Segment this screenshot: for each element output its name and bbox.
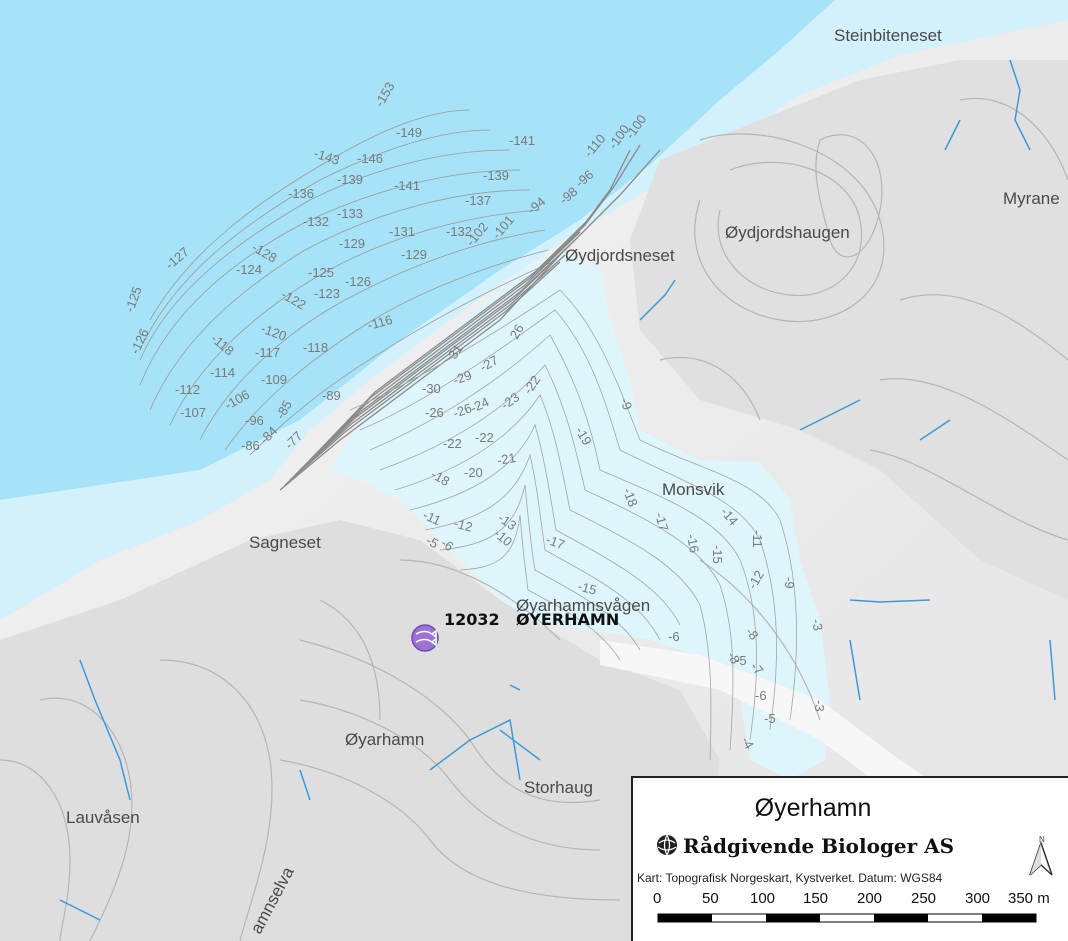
svg-text:N: N xyxy=(1039,835,1045,844)
depth-label: -141 xyxy=(394,178,420,193)
depth-label: -112 xyxy=(175,382,200,397)
depth-label: -22 xyxy=(475,430,494,445)
depth-label: 26 xyxy=(507,321,527,341)
depth-label: -139 xyxy=(337,172,363,187)
site-marker[interactable] xyxy=(411,624,439,652)
fjord-band xyxy=(0,0,1068,620)
legend-title: Øyerhamn xyxy=(754,794,872,822)
scale-tick: 200 xyxy=(857,890,883,907)
depth-label: -12 xyxy=(452,515,474,534)
scale-tick: 50 xyxy=(702,890,719,907)
deep-sea-area xyxy=(0,0,835,620)
depth-label: -15 xyxy=(576,578,598,597)
depth-label: -107 xyxy=(180,405,206,420)
depth-label: -137 xyxy=(465,193,491,208)
scale-tick: 250 xyxy=(911,890,937,907)
scale-tick: 300 xyxy=(965,890,991,907)
depth-label: -132 xyxy=(303,214,329,229)
depth-label: -132 xyxy=(446,224,472,239)
depth-label: -3 xyxy=(812,700,827,712)
depth-label: -17 xyxy=(544,532,567,553)
scale-tick: 100 xyxy=(750,890,776,907)
depth-label: -129 xyxy=(339,236,365,251)
depth-label: -26 xyxy=(425,405,444,420)
depth-label: -124 xyxy=(236,262,262,277)
depth-label: -86 xyxy=(241,438,260,453)
depth-label: -89 xyxy=(322,388,341,403)
place-storhaug: Storhaug xyxy=(524,778,593,797)
depth-label: -117 xyxy=(255,345,280,360)
depth-label: -125 xyxy=(308,265,334,280)
place-steinbiteneset: Steinbiteneset xyxy=(834,26,942,45)
depth-label: -109 xyxy=(261,372,287,387)
place-oyarhamn: Øyarhamn xyxy=(345,730,424,749)
depth-label: -136 xyxy=(288,186,314,201)
site-number: 12032 xyxy=(444,610,500,629)
place-lauvasen: Lauvåsen xyxy=(66,808,140,827)
depth-label: -11 xyxy=(750,530,765,548)
north-arrow-icon: N xyxy=(1029,835,1053,876)
depth-label: -118 xyxy=(303,340,328,355)
scale-tick: 350 m xyxy=(1008,890,1050,907)
depth-label: -6 xyxy=(668,629,680,644)
depth-label: -29 xyxy=(451,367,474,388)
legend-company: Rådgivende Biologer AS xyxy=(683,834,955,858)
site-name: ØYERHAMN xyxy=(516,610,619,629)
scale-tick: 150 xyxy=(803,890,829,907)
depth-label: 31 xyxy=(445,341,466,361)
hill-shade-south xyxy=(0,520,720,941)
depth-label: -126 xyxy=(345,274,371,289)
depth-label: -96 xyxy=(245,413,264,428)
depth-label: -5 xyxy=(735,653,747,668)
depth-label: -123 xyxy=(314,286,340,301)
place-oydjordsneset: Øydjordsneset xyxy=(565,246,675,265)
depth-label: -116 xyxy=(366,312,394,333)
land-contours xyxy=(0,97,1068,941)
depth-label: -149 xyxy=(396,125,422,140)
depth-label: -141 xyxy=(509,133,535,148)
depth-label: -9 xyxy=(782,577,797,589)
depth-label: -16 xyxy=(684,533,702,554)
depth-label: -30 xyxy=(422,381,441,396)
streams xyxy=(59,59,1056,921)
place-oydjordshaugen: Øydjordshaugen xyxy=(725,223,850,242)
site-marker-circle[interactable] xyxy=(411,624,439,652)
globe-logo-icon xyxy=(657,834,677,856)
depth-label: -24 xyxy=(468,394,491,416)
place-sagneset: Sagneset xyxy=(249,533,321,552)
hill-shade-east xyxy=(630,60,1068,600)
depth-label: -139 xyxy=(483,168,509,183)
place-monsvik: Monsvik xyxy=(662,480,725,499)
depth-label: -21 xyxy=(496,450,517,468)
scale-bar: 0 50 100 150 200 250 300 350 m xyxy=(633,890,1068,940)
steep-slope xyxy=(279,144,661,491)
depth-label: -133 xyxy=(337,206,363,221)
depth-labels: -153 -149 -146 -143 -141 -141 -139 -139 … xyxy=(122,79,827,751)
depth-label: -17 xyxy=(652,511,671,533)
depth-label: -9 xyxy=(617,396,635,412)
depth-label: -129 xyxy=(401,247,427,262)
place-oyarhamnsvagen: Øyarhamnsvågen xyxy=(516,596,650,615)
depth-label: -114 xyxy=(210,365,235,380)
depth-label: -22 xyxy=(443,436,462,451)
place-myrane: Myrane xyxy=(1003,189,1060,208)
fish-icon xyxy=(415,629,437,647)
depth-contours-bay xyxy=(349,289,797,761)
depth-label: -3 xyxy=(809,618,826,632)
depth-label: -15 xyxy=(710,545,725,564)
depth-label: -6 xyxy=(755,688,767,703)
map-legend: Øyerhamn Rådgivende Biologer AS Kart: To… xyxy=(631,776,1068,941)
depth-label: -131 xyxy=(389,224,415,239)
scale-bar-graphic xyxy=(657,913,1037,923)
depth-label: -5 xyxy=(764,711,776,726)
depth-label: -26 xyxy=(451,400,474,421)
legend-credits: Kart: Topografisk Norgeskart, Kystverket… xyxy=(637,871,943,885)
depth-label: -18 xyxy=(620,486,641,509)
depth-label: -146 xyxy=(357,151,383,166)
depth-label: -11 xyxy=(421,507,443,528)
depth-contours-deep xyxy=(139,109,553,456)
scale-tick: 0 xyxy=(653,890,662,907)
depth-label: -20 xyxy=(464,465,483,480)
